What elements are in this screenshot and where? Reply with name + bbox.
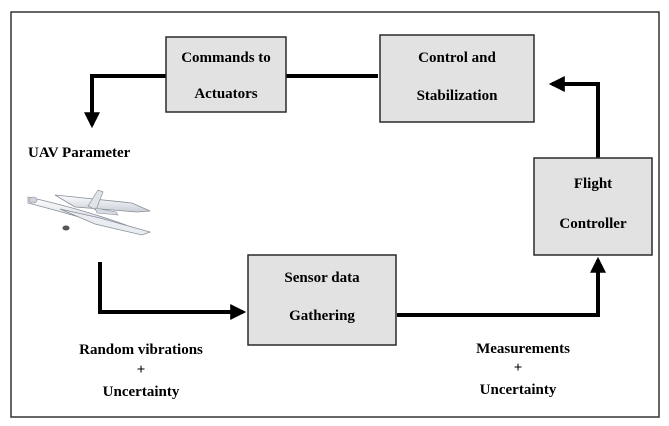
control-label-line1: Control and: [418, 50, 496, 66]
sensor-label-line1: Sensor data: [284, 270, 360, 286]
uncertainty-left-label: Uncertainty: [103, 384, 180, 400]
commands-to-actuators-block: Commands to Actuators: [165, 36, 287, 113]
measurements-label: Measurements: [476, 341, 570, 357]
flight-controller-block: Flight Controller: [533, 157, 653, 256]
arrow-flight-to-control: [548, 76, 600, 158]
control-stabilization-block: Control and Stabilization: [379, 34, 535, 123]
commands-label-line1: Commands to: [181, 50, 271, 66]
sensor-data-gathering-block: Sensor data Gathering: [247, 254, 397, 346]
flight-label-line1: Flight: [574, 176, 612, 192]
uav-drone-image: [27, 189, 152, 236]
random-vibrations-label: Random vibrations: [79, 342, 203, 358]
flight-label-line2: Controller: [559, 216, 627, 232]
uncertainty-right-label: Uncertainty: [480, 382, 557, 398]
plus-right-label: +: [514, 360, 523, 376]
plus-left-label: +: [137, 362, 146, 378]
arrow-sensor-to-flight: [397, 256, 606, 317]
control-label-line2: Stabilization: [417, 88, 499, 104]
arrow-uav-to-sensor: [98, 262, 247, 320]
arrow-commands-to-uav: [84, 74, 166, 129]
outer-frame: [10, 11, 660, 418]
uav-parameter-label: UAV Parameter: [28, 145, 131, 161]
sensor-label-line2: Gathering: [289, 308, 355, 324]
commands-label-line2: Actuators: [194, 86, 257, 102]
